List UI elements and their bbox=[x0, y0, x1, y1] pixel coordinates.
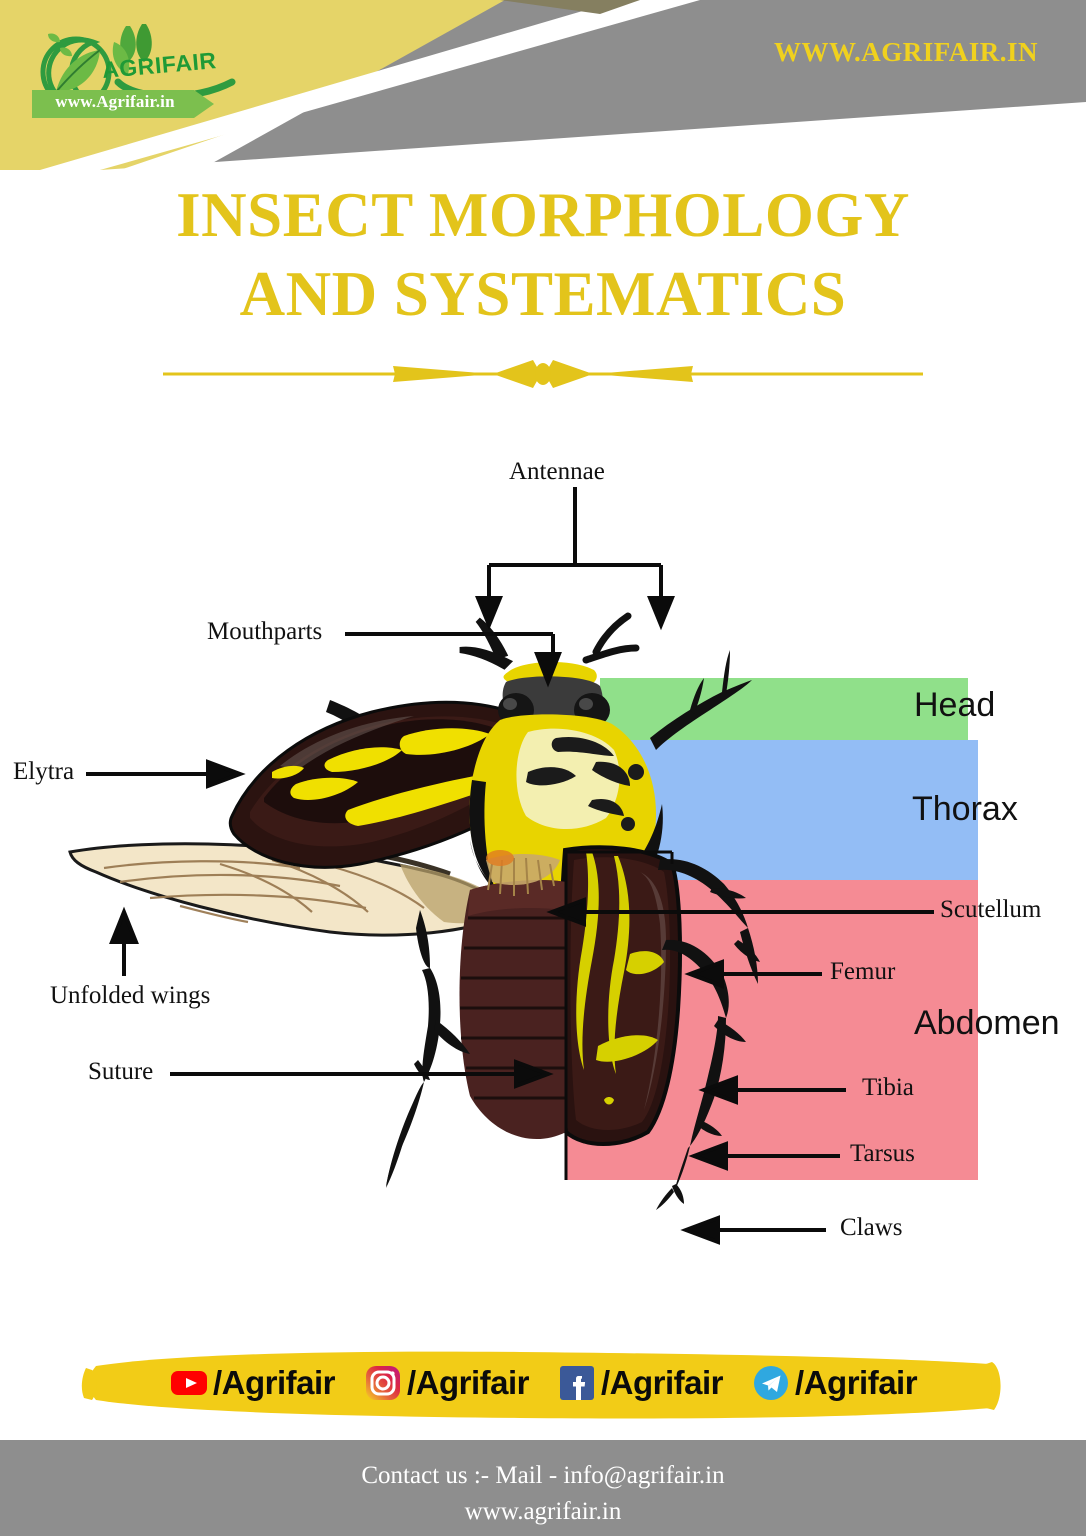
label-unfolded-wings: Unfolded wings bbox=[50, 982, 211, 1009]
title-divider-ornament bbox=[163, 360, 923, 388]
label-suture: Suture bbox=[88, 1058, 154, 1085]
page-title: INSECT MORPHOLOGY AND SYSTEMATICS bbox=[0, 176, 1086, 334]
label-region-abdomen: Abdomen bbox=[914, 1004, 1060, 1042]
header-banner-shapes bbox=[0, 0, 1086, 170]
diagram-canvas bbox=[68, 487, 978, 1245]
leaf-circle-logo-icon bbox=[32, 24, 236, 118]
label-antennae: Antennae bbox=[509, 458, 605, 485]
label-tibia: Tibia bbox=[862, 1074, 914, 1101]
social-item-instagram[interactable]: /Agrifair bbox=[363, 1363, 530, 1403]
label-mouthparts: Mouthparts bbox=[207, 618, 323, 645]
footer-contact-line[interactable]: Contact us :- Mail - info@agrifair.in bbox=[361, 1462, 725, 1489]
site-url-header[interactable]: WWW.AGRIFAIR.IN bbox=[773, 37, 1038, 67]
youtube-icon[interactable] bbox=[169, 1363, 209, 1403]
footer-website-line[interactable]: www.agrifair.in bbox=[464, 1498, 622, 1526]
page-title-line2: AND SYSTEMATICS bbox=[239, 258, 847, 329]
social-handle-facebook: /Agrifair bbox=[601, 1364, 724, 1401]
social-item-telegram[interactable]: /Agrifair bbox=[751, 1363, 918, 1403]
facebook-icon[interactable] bbox=[557, 1363, 597, 1403]
label-elytra: Elytra bbox=[13, 758, 75, 785]
social-handle-youtube: /Agrifair bbox=[212, 1364, 336, 1401]
social-handle-instagram: /Agrifair bbox=[406, 1364, 530, 1401]
beetle-illustration bbox=[68, 612, 760, 1210]
region-band-thorax bbox=[600, 740, 978, 880]
label-claws: Claws bbox=[840, 1214, 903, 1241]
label-femur: Femur bbox=[830, 958, 896, 985]
social-item-youtube[interactable]: /Agrifair bbox=[169, 1363, 335, 1403]
page-title-line1: INSECT MORPHOLOGY bbox=[176, 180, 910, 250]
label-region-thorax: Thorax bbox=[912, 790, 1018, 828]
page-header: AGRIFAIR www.Agrifair.in WWW.AGRIFAIR.IN bbox=[0, 0, 1086, 170]
label-scutellum: Scutellum bbox=[940, 896, 1042, 923]
label-tarsus: Tarsus bbox=[850, 1140, 915, 1167]
label-region-head: Head bbox=[914, 686, 996, 724]
insect-morphology-diagram: Antennae Mouthparts Elytra Unfolded wing… bbox=[0, 420, 1086, 1320]
region-band-head bbox=[600, 678, 968, 740]
diagram-leader-lines bbox=[86, 487, 934, 1245]
instagram-icon[interactable] bbox=[363, 1363, 403, 1403]
social-items-row: /Agrifair /Agrifair bbox=[0, 1332, 1086, 1434]
social-handle-telegram: /Agrifair bbox=[795, 1364, 918, 1401]
agrifair-logo[interactable]: AGRIFAIR www.Agrifair.in bbox=[18, 8, 243, 123]
telegram-icon[interactable] bbox=[751, 1363, 791, 1403]
social-item-facebook[interactable]: /Agrifair bbox=[557, 1363, 724, 1403]
page-footer: Contact us :- Mail - info@agrifair.in ww… bbox=[0, 1440, 1086, 1536]
abdomen-guide-box bbox=[564, 850, 674, 1180]
social-links-bar: /Agrifair /Agrifair bbox=[0, 1332, 1086, 1434]
logo-banner-url: www.Agrifair.in bbox=[55, 92, 175, 111]
